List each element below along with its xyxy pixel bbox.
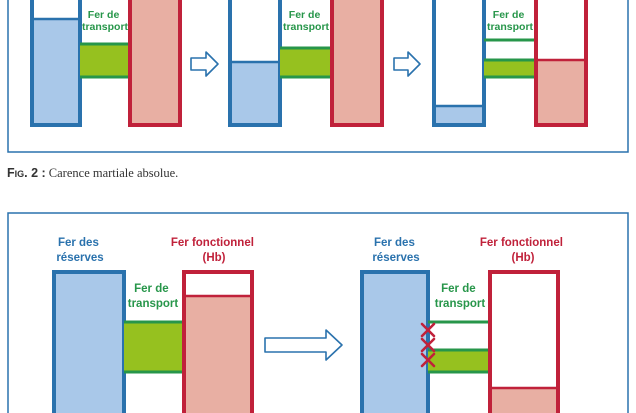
bottom-stage-1: Fer des réserves Fer fonctionnel (Hb) Fe… <box>52 237 257 413</box>
functional-iron-fill <box>186 297 250 413</box>
blocked-release-marks <box>420 322 436 368</box>
transport-iron-band <box>80 44 130 77</box>
bottom-stage-2: Fer des réserves Fer fonctionnel (Hb) Fe… <box>360 237 566 413</box>
reserve-iron-fill <box>56 274 122 413</box>
figure-number: Fig. 2 : <box>7 166 46 180</box>
reserve-iron-label: Fer des réserves <box>372 237 419 264</box>
transport-iron-label: Fer de transport <box>128 283 179 310</box>
reserve-iron-fill <box>232 63 278 124</box>
reserve-iron-container <box>360 270 430 413</box>
reserve-iron-fill <box>364 274 426 413</box>
functional-iron-container <box>488 270 560 413</box>
functional-iron-container <box>182 270 254 413</box>
top-panel-frame <box>7 0 629 153</box>
stage-arrow-icon <box>393 51 421 77</box>
transport-iron-band <box>124 322 184 372</box>
transport-iron-label: Fer de transport <box>283 9 330 33</box>
stage-arrow-icon <box>190 51 219 77</box>
stage-arrow-icon <box>264 329 343 361</box>
functional-iron-label: Fer fonctionnel (Hb) <box>480 237 566 264</box>
transport-iron-label: Fer de transport <box>435 283 486 310</box>
red-x-icon <box>420 322 436 338</box>
reserve-iron-fill <box>34 20 78 124</box>
top-stage-1: Fer de transport <box>30 0 182 127</box>
functional-iron-label: Fer fonctionnel (Hb) <box>171 237 257 264</box>
transport-iron-band <box>280 48 332 77</box>
red-x-icon <box>420 337 436 353</box>
functional-iron-fill <box>492 389 556 413</box>
functional-iron-fill <box>334 0 380 124</box>
transport-iron-label: Fer de transport <box>82 9 129 33</box>
red-x-icon <box>420 352 436 368</box>
reserve-iron-fill <box>436 107 482 124</box>
functional-iron-container <box>128 0 182 127</box>
functional-iron-container <box>330 0 384 127</box>
transport-iron-band <box>428 350 490 372</box>
figure-caption: Fig. 2 : Carence martiale absolue. <box>7 166 178 181</box>
top-stage-3: Fer de transport <box>432 0 588 127</box>
reserve-iron-label: Fer des réserves <box>56 237 103 264</box>
bottom-panel: Fer des réserves Fer fonctionnel (Hb) Fe… <box>7 212 629 413</box>
functional-iron-fill <box>132 0 178 124</box>
top-panel: Fer de transport Fer de transport <box>7 0 629 153</box>
figure-caption-text: Carence martiale absolue. <box>48 166 179 180</box>
transport-iron-band <box>484 60 536 77</box>
top-stage-2: Fer de transport <box>228 0 384 127</box>
transport-iron-label: Fer de transport <box>487 9 534 33</box>
functional-iron-fill <box>538 61 584 124</box>
bottom-panel-frame <box>7 212 629 413</box>
